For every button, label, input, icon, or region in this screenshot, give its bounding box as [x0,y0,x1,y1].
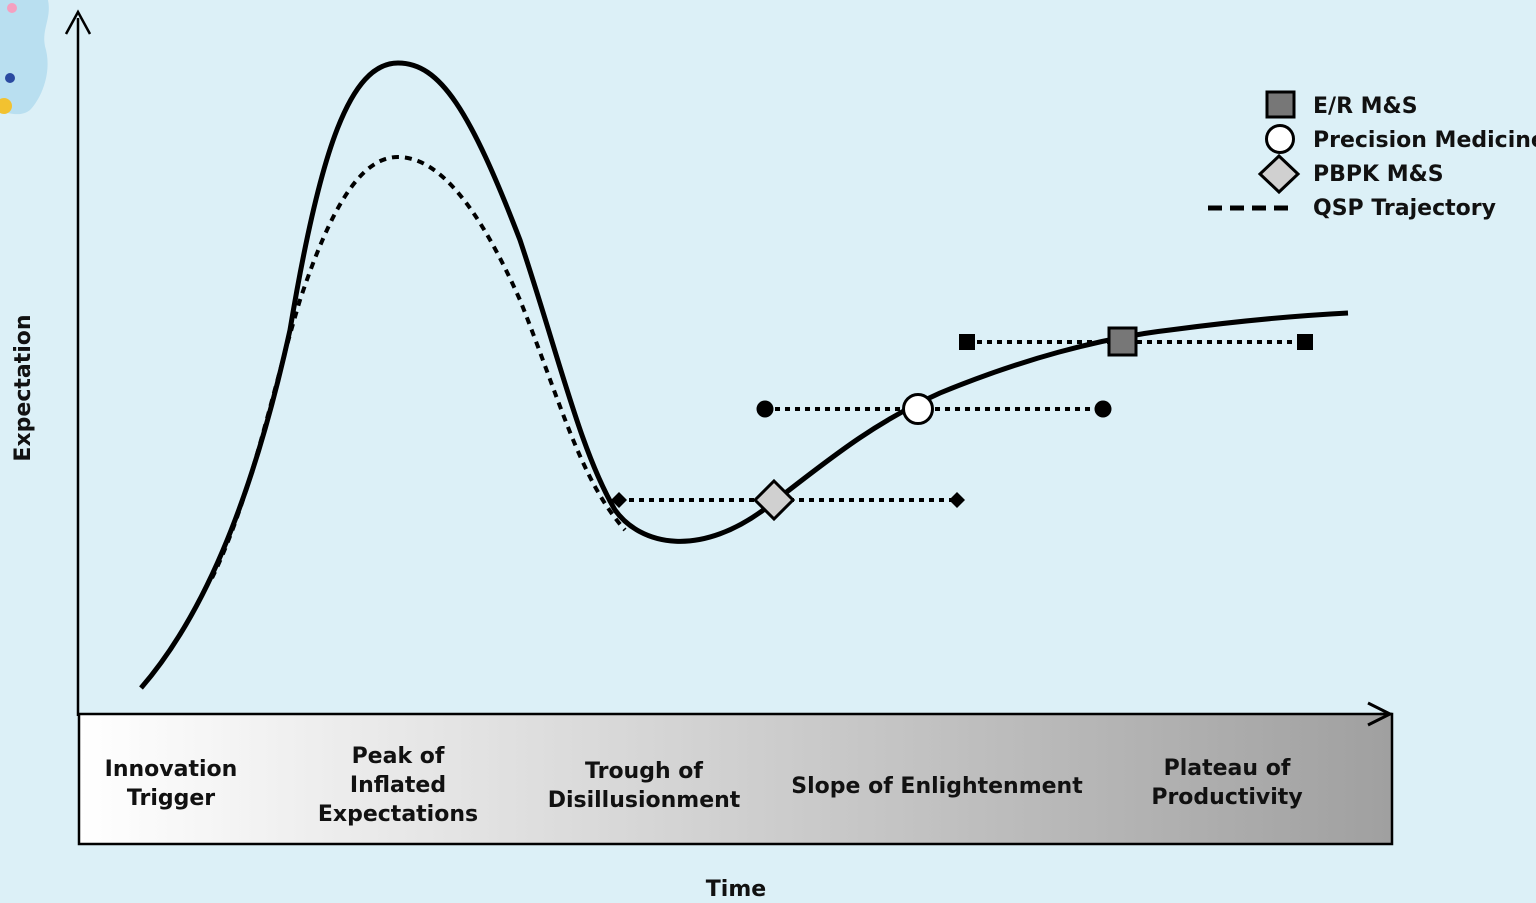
hype-curve [139,60,1349,690]
x-axis-arrow [1367,701,1394,727]
legend-diamond-icon [1257,153,1301,195]
pbpk-ms-range [611,478,965,522]
legend-item-pbpk-ms: PBPK M&S [1257,153,1444,195]
phase-band [77,712,1394,846]
phase-3: Slope of Enlightenment [791,774,1083,799]
qsp-trajectory-curve [210,154,627,579]
phase-4-line-0: Plateau of [1164,756,1291,781]
phase-1-line-0: Peak of [352,744,445,769]
corner-decoration [0,0,49,115]
phase-4: Plateau of Productivity [1151,756,1302,810]
phase-0-line-0: Innovation [105,757,238,782]
phase-1-line-2: Expectations [318,802,478,827]
legend-circle-icon [1265,124,1295,154]
precision-medicine-marker [902,393,934,425]
legend-item-er-ms: E/R M&S [1265,90,1418,119]
er-ms-range-end-cap [1297,334,1313,350]
x-axis-label: Time [706,877,766,902]
phase-1-line-1: Inflated [350,773,446,798]
precision-medicine-range-start-cap [756,400,774,418]
legend-square-icon [1265,90,1296,119]
phase-0: Innovation Trigger [105,757,238,811]
legend-label: E/R M&S [1313,94,1418,119]
phase-2-line-1: Disillusionment [548,788,741,813]
phase-3-line-0: Slope of Enlightenment [791,774,1083,799]
pbpk-ms-range-start-cap [611,492,627,508]
legend-item-precision-medicine: Precision Medicine [1265,124,1536,154]
precision-medicine-range [756,393,1112,425]
phase-2-line-0: Trough of [585,759,703,784]
er-ms-marker [1107,326,1138,357]
legend: E/R M&S Precision Medicine PBPK M&S QSP … [1208,90,1536,221]
phase-4-line-1: Productivity [1151,785,1302,810]
phase-2: Trough of Disillusionment [548,759,741,813]
legend-label: QSP Trajectory [1313,196,1496,221]
er-ms-range-start-cap [959,334,975,350]
precision-medicine-range-end-cap [1094,400,1112,418]
phase-1: Peak of Inflated Expectations [318,744,478,827]
phase-0-line-1: Trigger [127,786,215,811]
legend-label: Precision Medicine [1313,128,1536,153]
y-axis-label: Expectation [11,314,36,461]
er-ms-range [959,326,1313,357]
legend-item-qsp-trajectory: QSP Trajectory [1208,196,1496,221]
legend-label: PBPK M&S [1313,162,1444,187]
pbpk-ms-marker [752,478,796,522]
y-axis [64,9,92,716]
pbpk-ms-range-end-cap [949,492,965,508]
